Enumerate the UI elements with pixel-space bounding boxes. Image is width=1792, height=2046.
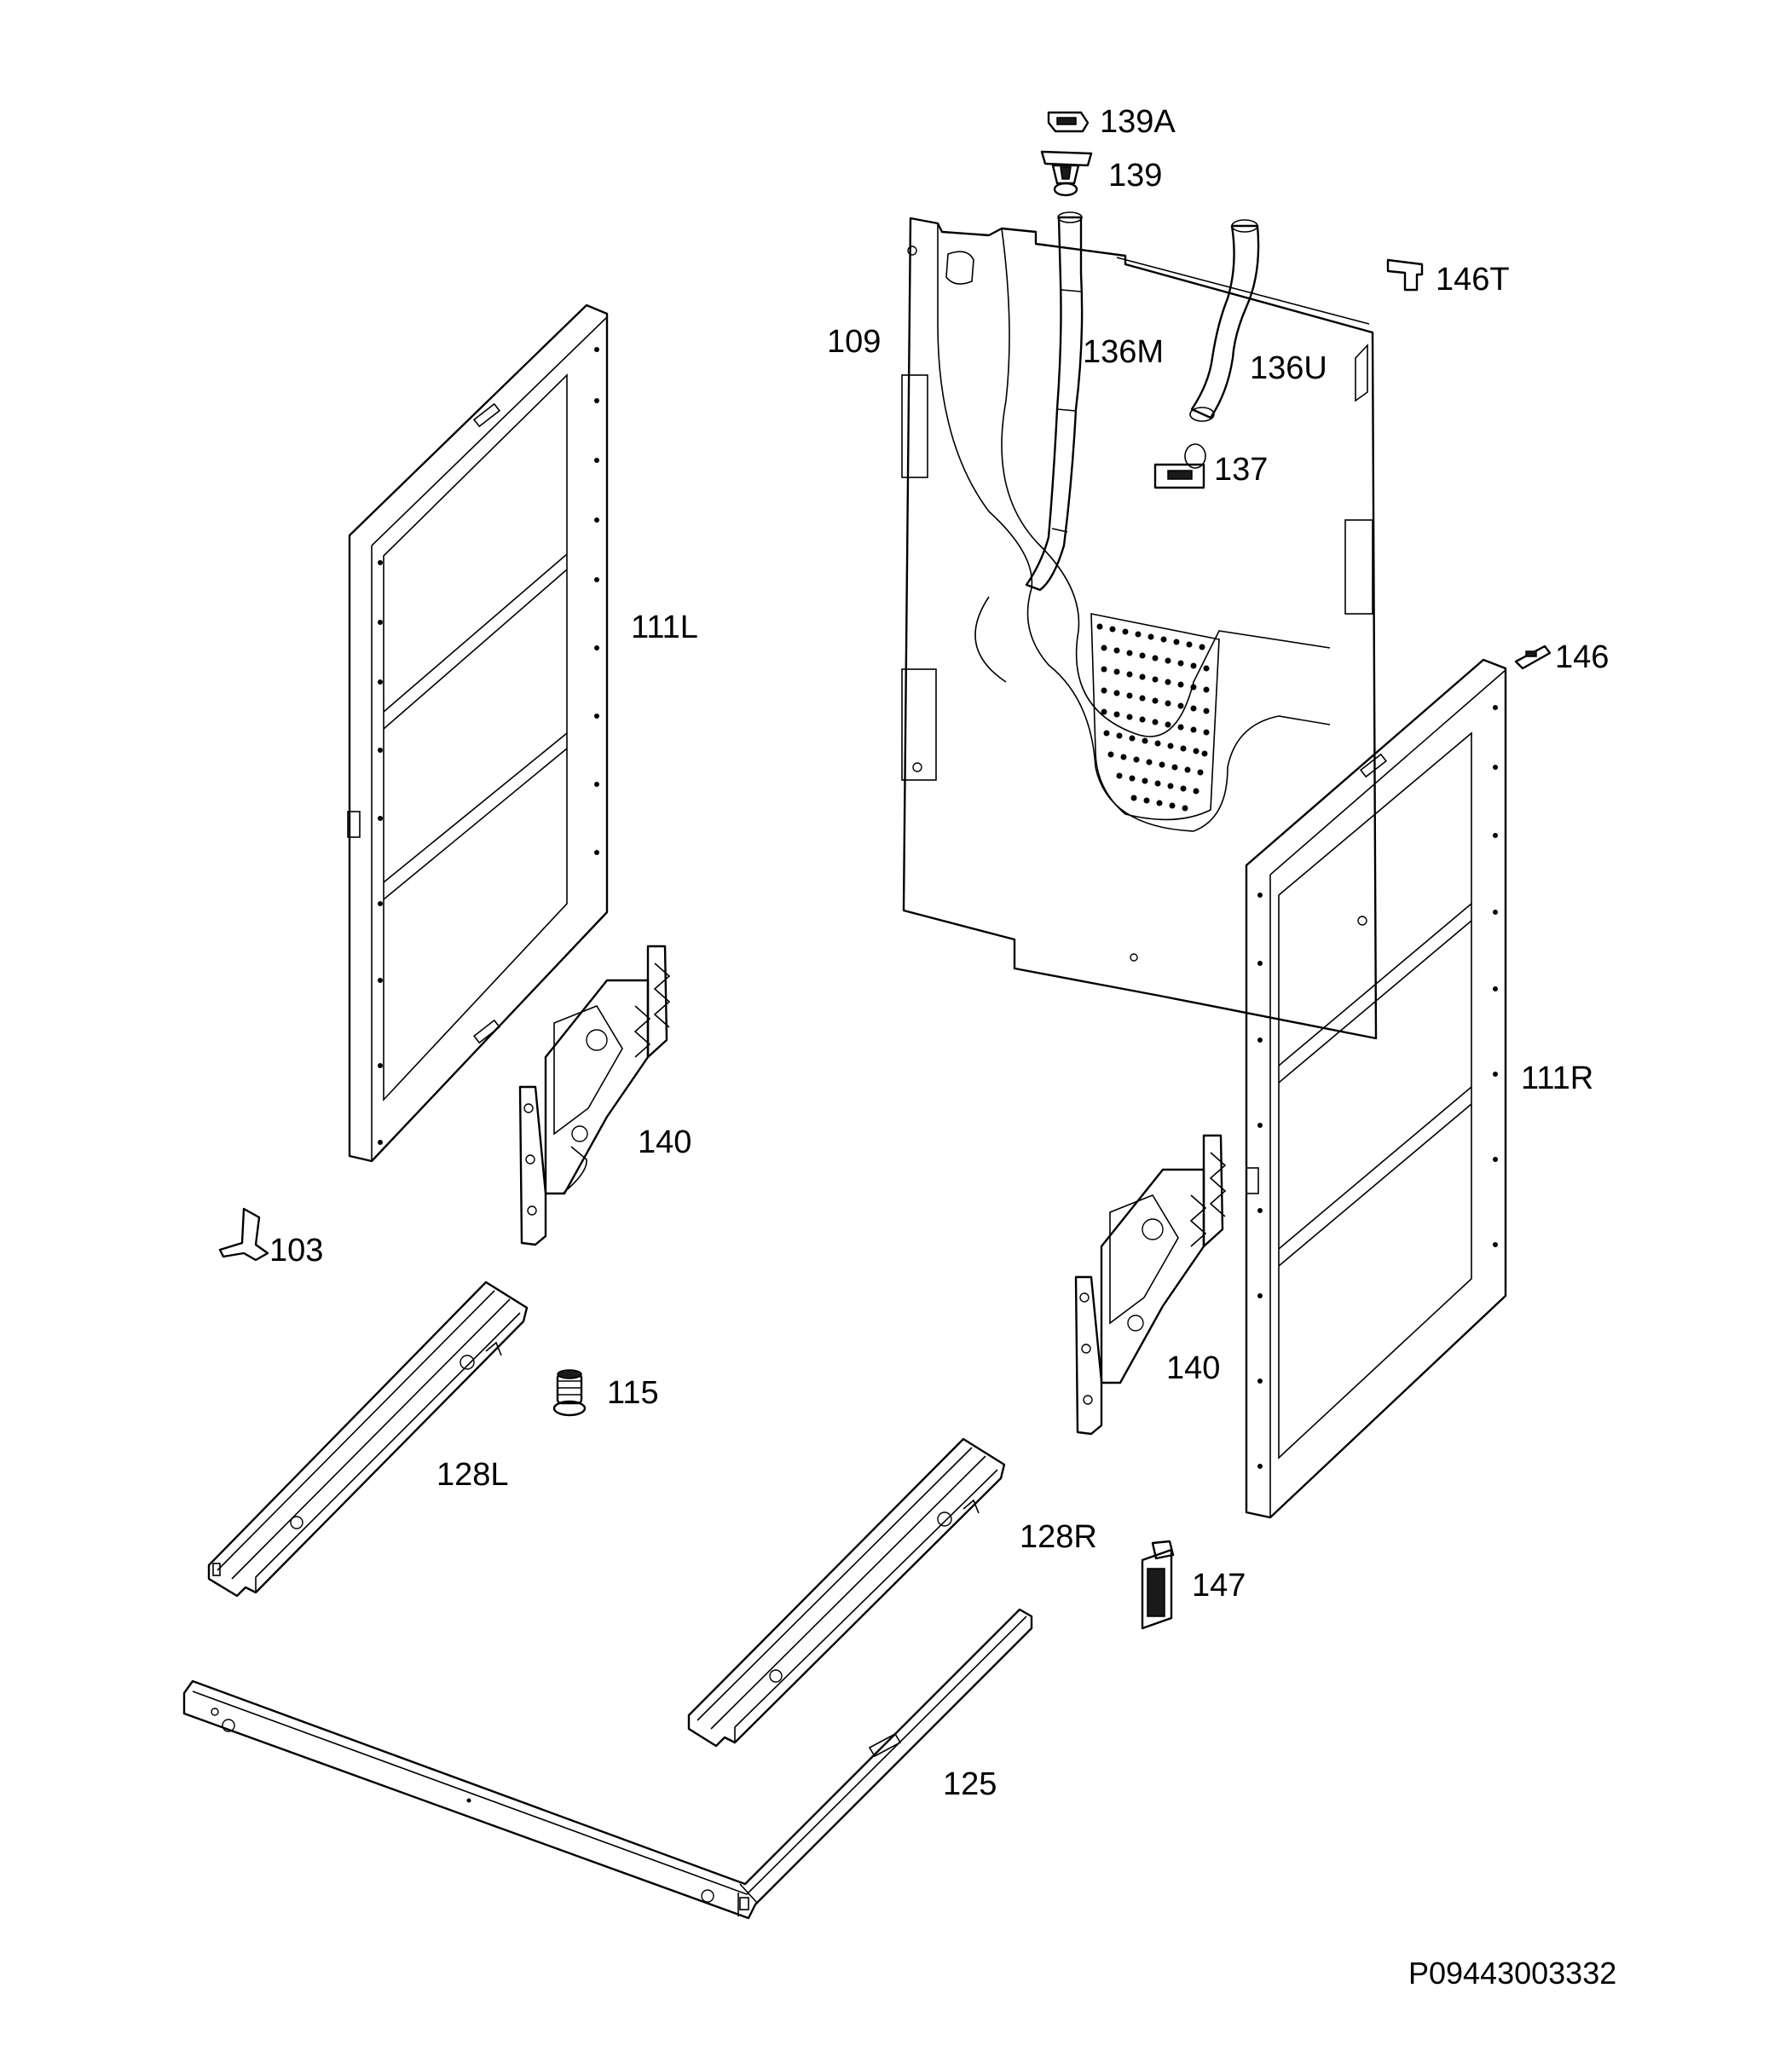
- callout-136U: 136U: [1250, 350, 1327, 386]
- callout-140-upper: 140: [638, 1124, 691, 1160]
- part-137-bracket: [1153, 443, 1206, 489]
- callout-146: 146: [1555, 639, 1609, 675]
- part-147-bracket: [1141, 1540, 1175, 1630]
- part-140-hinge-lower: [1074, 1134, 1227, 1436]
- callout-109: 109: [827, 324, 881, 360]
- part-139-fitting: [1040, 150, 1093, 197]
- callout-147: 147: [1192, 1568, 1246, 1604]
- callout-103: 103: [269, 1233, 323, 1269]
- callout-146T: 146T: [1436, 262, 1510, 298]
- vent-perforations: [1090, 613, 1220, 821]
- part-128L-rail: [207, 1280, 529, 1598]
- callout-128R: 128R: [1020, 1519, 1097, 1555]
- callout-136M: 136M: [1083, 334, 1164, 370]
- part-103-bracket: [218, 1207, 269, 1262]
- part-125-front-rail: [182, 1608, 1033, 1920]
- callout-139: 139: [1108, 158, 1162, 194]
- callout-115: 115: [607, 1375, 659, 1411]
- part-146T-clip: [1386, 258, 1424, 292]
- callout-111L: 111L: [631, 610, 698, 645]
- callout-125: 125: [943, 1766, 997, 1802]
- callout-139A: 139A: [1100, 104, 1176, 140]
- callout-128L: 128L: [436, 1457, 509, 1493]
- part-109-back-panel: [901, 217, 1378, 1040]
- part-140-hinge-upper: [518, 945, 671, 1246]
- part-136M-hose: [1025, 211, 1084, 592]
- part-115-foot: [552, 1369, 587, 1417]
- callout-137: 137: [1214, 452, 1268, 488]
- part-111R-frame: [1245, 658, 1507, 1519]
- drawing-code: P09443003332: [1408, 1956, 1616, 1991]
- part-128R-rail: [687, 1437, 1006, 1748]
- callout-111R: 111R: [1521, 1061, 1593, 1096]
- callout-labels: 139A 139 146T 109 136M 136U 137 111L 146…: [269, 104, 1609, 1802]
- part-136U-hose: [1189, 219, 1260, 422]
- part-139A-clip: [1047, 111, 1090, 133]
- part-146-clip: [1514, 644, 1552, 670]
- callout-140-lower: 140: [1166, 1350, 1220, 1386]
- part-111L-frame: [347, 303, 609, 1163]
